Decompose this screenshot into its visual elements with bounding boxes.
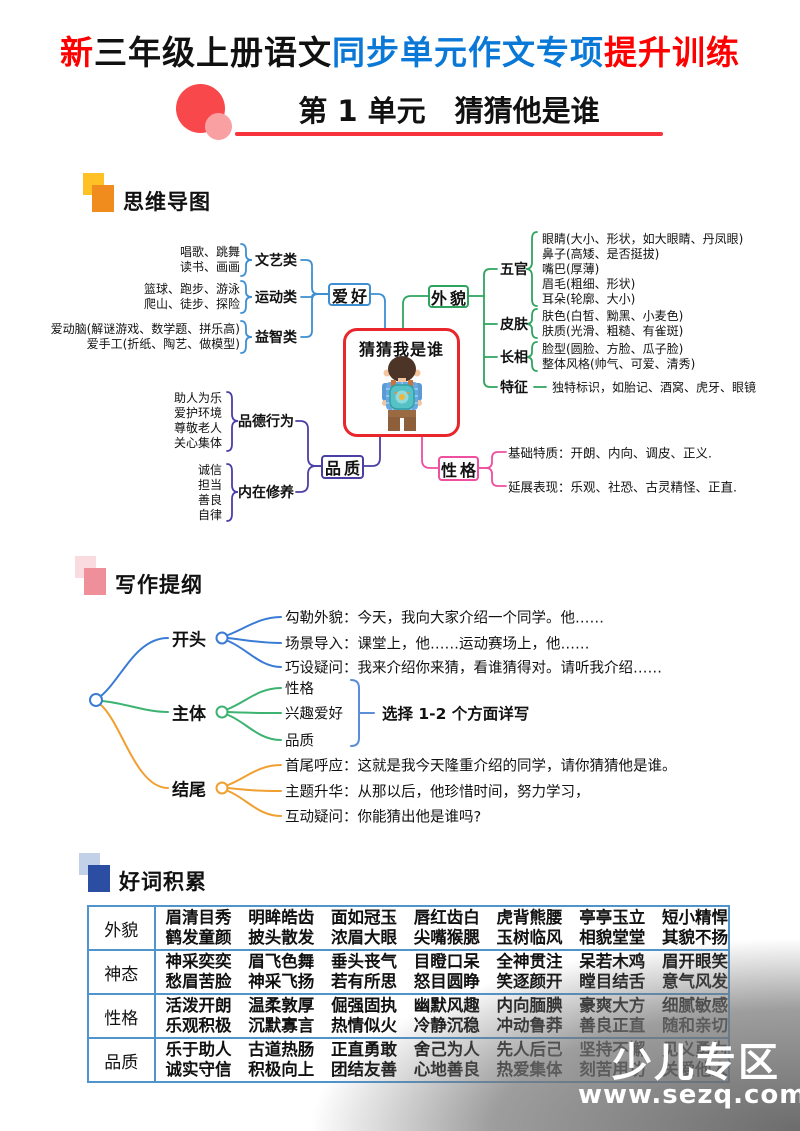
appearance-cat-face: 长相 — [500, 350, 528, 366]
outline-item: 性格 — [285, 681, 314, 698]
mindmap-center-title: 猜猜我是谁 — [358, 340, 444, 359]
appearance-cat-skin: 皮肤 — [500, 317, 528, 333]
table-row: 外貌 眉清目秀 明眸皓齿 面如冠玉 唇红齿白 虎背熊腰 亭亭玉立 短小精悍 鹤发… — [87, 905, 731, 951]
outline-item: 互动疑问：你能猜出他是谁吗? — [285, 809, 482, 826]
quality-items-conduct: 助人为乐 爱护环境 尊敬老人 关心集体 — [173, 391, 222, 450]
words-line: 神采奕奕 眉飞色舞 垂头丧气 目瞪口呆 全神贯注 呆若木鸡 眉开眼笑 — [165, 952, 728, 971]
hobby-cat-sport: 运动类 — [255, 290, 297, 306]
section-title: 好词积累 — [119, 870, 207, 894]
section-header-outline: 写作提纲 — [75, 556, 335, 602]
outline-note: 选择 1-2 个方面详写 — [382, 705, 530, 723]
decor-pink-circle — [205, 113, 232, 140]
page-title: 新三年级上册语文同步单元作文专项提升训练 — [0, 26, 800, 74]
mindmap-node-hobby: 爱好 — [328, 283, 371, 306]
appearance-items-features: 眼睛(大小、形状，如大眼睛、丹凤眼) 鼻子(高矮、是否挺拔) 嘴巴(厚薄) 眉毛… — [542, 232, 744, 306]
boy-illustration — [381, 356, 422, 431]
mindmap-center-node: 猜猜我是谁 — [343, 328, 460, 437]
words-line: 眉清目秀 明眸皓齿 面如冠玉 唇红齿白 虎背熊腰 亭亭玉立 短小精悍 — [165, 908, 728, 927]
hobby-cat-art: 文艺类 — [255, 253, 297, 269]
outline-item: 勾勒外貌：今天，我向大家介绍一个同学。他…… — [285, 610, 604, 627]
section-header-mindmap: 思维导图 — [83, 173, 343, 219]
hobby-items-sport: 篮球、跑步、游泳 爬山、徒步、探险 — [143, 282, 240, 311]
mindmap-connector-lines — [226, 231, 547, 522]
words-line: 鹤发童颜 披头散发 浓眉大眼 尖嘴猴腮 玉树临风 相貌堂堂 其貌不扬 — [165, 928, 728, 947]
square-icon — [92, 185, 114, 212]
outline-label-body: 主体 — [172, 704, 206, 725]
hobby-items-puzzle: 爱动脑(解谜游戏、数学题、拼乐高) 爱手工(折纸、陶艺、做模型) — [50, 322, 240, 351]
quality-cat-inner: 内在修养 — [238, 485, 294, 501]
section-title: 思维导图 — [123, 190, 211, 214]
title-part-4: 提升训练 — [604, 33, 740, 72]
outline-item: 巧设疑问：我来介绍你来猜，看谁猜得对。请听我介绍…… — [285, 660, 662, 677]
section-title: 写作提纲 — [115, 573, 203, 597]
quality-items-inner: 诚信 担当 善良 自律 — [197, 463, 222, 522]
unit-header: 第 1 单元 猜猜他是谁 — [0, 84, 800, 146]
personality-item-base: 基础特质：开朗、内向、调皮、正义. — [508, 445, 712, 461]
outline-item: 兴趣爱好 — [285, 706, 343, 723]
appearance-items-face: 脸型(圆脸、方脸、瓜子脸) 整体风格(帅气、可爱、清秀) — [542, 342, 696, 371]
table-row: 神态 神采奕奕 眉飞色舞 垂头丧气 目瞪口呆 全神贯注 呆若木鸡 眉开眼笑 愁眉… — [87, 949, 731, 995]
appearance-item-mark: 独特标识，如胎记、酒窝、虎牙、眼镜 — [552, 380, 757, 395]
mindmap-node-quality: 品质 — [321, 455, 364, 479]
unit-title: 第 1 单元 猜猜他是谁 — [298, 94, 600, 128]
words-line: 愁眉苦脸 神采飞扬 若有所思 怒目圆睁 笑逐颜开 瞠目结舌 意气风发 — [165, 972, 728, 991]
watermark-url: www.sezq.com — [578, 1080, 800, 1110]
row-category: 品质 — [87, 1037, 156, 1083]
row-category: 外貌 — [87, 905, 156, 951]
outline-connector-lines — [89, 616, 375, 817]
title-part-1: 新 — [60, 33, 94, 72]
title-part-2: 三年级上册语文 — [94, 33, 332, 72]
outline-item: 主题升华：从那以后，他珍惜时间，努力学习， — [285, 784, 590, 801]
section-header-words: 好词积累 — [79, 853, 339, 899]
mindmap-canvas: 爱好 外貌 品质 性格 猜猜我是谁 唱 — [0, 230, 800, 536]
hobby-items-art: 唱歌、跳舞 读书、画画 — [179, 245, 240, 274]
outline-label-ending: 结尾 — [172, 780, 206, 801]
mindmap-node-personality: 性格 — [438, 456, 479, 481]
mindmap-node-appearance: 外貌 — [428, 285, 469, 308]
outline-item: 场景导入：课堂上，他……运动赛场上，他…… — [285, 636, 590, 653]
outline-item: 首尾呼应：这就是我今天隆重介绍的同学，请你猜猜他是谁。 — [285, 758, 677, 775]
outline-canvas: 开头 主体 结尾 勾勒外貌：今天，我向大家介绍一个同学。他…… 场景导入：课堂上… — [0, 600, 800, 850]
words-line: 活泼开朗 温柔敦厚 倔强固执 幽默风趣 内向腼腆 豪爽大方 细腻敏感 — [165, 996, 728, 1015]
outline-item: 品质 — [285, 733, 314, 750]
title-part-3: 同步单元作文专项 — [332, 33, 604, 72]
square-icon — [84, 568, 106, 595]
unit-underline — [235, 132, 663, 136]
outline-label-opening: 开头 — [172, 630, 206, 651]
appearance-cat-mark: 特征 — [500, 380, 528, 396]
row-category: 性格 — [87, 993, 156, 1039]
hobby-cat-puzzle: 益智类 — [255, 330, 297, 346]
square-icon — [88, 865, 110, 892]
appearance-cat-features: 五官 — [500, 262, 528, 278]
appearance-items-skin: 肤色(白皙、黝黑、小麦色) 肤质(光滑、粗糙、有雀斑) — [542, 309, 684, 338]
personality-item-ext: 延展表现：乐观、社恐、古灵精怪、正直. — [508, 479, 737, 495]
quality-cat-conduct: 品德行为 — [238, 414, 294, 430]
row-category: 神态 — [87, 949, 156, 995]
